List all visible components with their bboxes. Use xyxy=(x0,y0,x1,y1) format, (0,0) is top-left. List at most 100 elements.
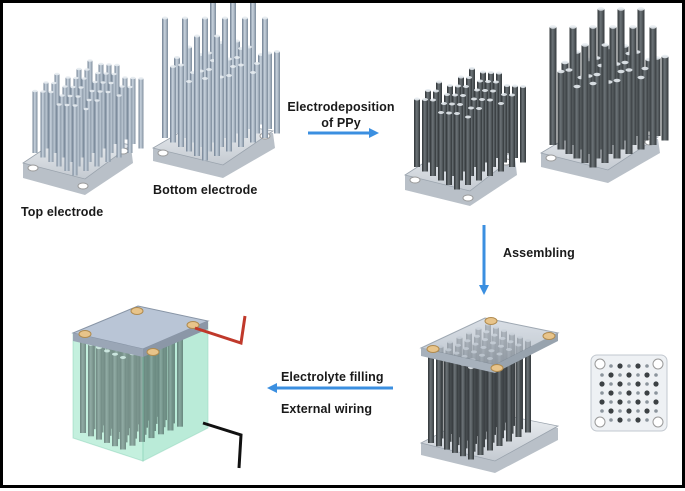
pillar xyxy=(641,68,649,141)
pillar-top xyxy=(206,68,212,71)
black-wire xyxy=(202,421,243,469)
pillar-top xyxy=(617,7,625,11)
pillar xyxy=(218,77,224,147)
assembled-device xyxy=(419,317,560,473)
pillar xyxy=(444,357,450,450)
pillar-top xyxy=(498,102,504,105)
pillar xyxy=(148,346,155,439)
pillar xyxy=(585,76,593,154)
bottom-electrode-plain xyxy=(151,3,280,178)
pillar-top xyxy=(446,111,452,115)
pillar-top xyxy=(425,89,431,92)
pillar-top xyxy=(561,60,569,65)
pillar-top xyxy=(238,63,244,67)
pillar xyxy=(80,341,86,433)
pillar xyxy=(75,96,81,167)
top-view-hole xyxy=(617,381,623,387)
top-view-hole xyxy=(636,391,640,395)
pillar-top xyxy=(73,76,79,80)
top-view-hole xyxy=(644,372,650,378)
pillar-top xyxy=(430,98,436,102)
pillar xyxy=(43,82,49,149)
top-view-hole xyxy=(644,408,650,414)
pillar-top xyxy=(625,68,633,72)
pillar-top xyxy=(496,71,502,75)
pillar xyxy=(97,91,103,158)
top-view-hole xyxy=(635,399,641,405)
pillar-top xyxy=(78,86,84,89)
pillar xyxy=(438,112,444,181)
top-view-hole xyxy=(654,373,658,377)
pillar-top xyxy=(254,62,260,65)
top-view-hole xyxy=(627,418,631,422)
pillar-top xyxy=(433,89,439,93)
pillar-top xyxy=(661,54,669,59)
pillar xyxy=(112,354,118,447)
top-view-hole xyxy=(645,364,649,368)
top-view-hole xyxy=(636,409,640,413)
pillar-top xyxy=(67,94,73,98)
pillar xyxy=(177,334,183,427)
pillar xyxy=(498,103,504,172)
pillar-top xyxy=(59,94,65,97)
pillar xyxy=(182,18,188,138)
pillar-top xyxy=(637,75,645,80)
pillar-top xyxy=(54,72,60,76)
pillar xyxy=(202,78,208,161)
pillar-top xyxy=(186,80,192,83)
pillar xyxy=(254,63,260,134)
pillar xyxy=(617,9,625,127)
top-view-hole xyxy=(626,408,632,414)
pillar xyxy=(72,105,78,176)
pillar-top xyxy=(202,16,208,20)
pillar-top xyxy=(72,104,78,107)
pillar-top xyxy=(111,72,117,76)
pillar-top xyxy=(609,25,617,29)
top-electrode-ppy xyxy=(404,67,526,206)
pillar xyxy=(262,18,268,138)
pillar xyxy=(613,80,621,159)
pillar-top xyxy=(76,67,82,71)
pillar-top xyxy=(458,75,464,79)
pillar-top xyxy=(621,60,629,65)
top-view-hole xyxy=(609,382,613,386)
electrodeposition-label-line2: of PPy xyxy=(321,116,361,130)
pillar-top xyxy=(637,7,645,11)
pillar xyxy=(83,109,89,171)
pillar xyxy=(557,71,565,150)
pillar xyxy=(436,354,442,447)
pillar xyxy=(621,62,629,141)
pillar-top xyxy=(557,69,565,74)
pillar-top xyxy=(485,80,491,83)
pillar xyxy=(625,70,633,154)
pillar-top xyxy=(94,99,100,102)
pillar xyxy=(111,74,117,144)
top-view-hole xyxy=(600,409,604,413)
pillar xyxy=(167,338,174,431)
pillar xyxy=(274,51,280,134)
pillar-top xyxy=(214,34,220,38)
pillar-top xyxy=(601,43,609,47)
pillar-top xyxy=(449,102,455,106)
top-electrode-label: Top electrode xyxy=(21,205,104,219)
diagram-canvas xyxy=(22,3,669,473)
pillar-top xyxy=(438,111,444,114)
pillar-top xyxy=(83,107,89,111)
pillar-top xyxy=(455,84,461,88)
pillar xyxy=(174,57,180,134)
electrolyte-filling-label: Electrolyte filling xyxy=(281,370,384,384)
pillar xyxy=(226,75,232,152)
pillar xyxy=(210,60,216,143)
pillar-top xyxy=(43,81,49,84)
pillar xyxy=(597,65,605,150)
pillar-top xyxy=(422,98,428,101)
pillar-top xyxy=(457,103,463,106)
pillar xyxy=(100,82,106,149)
top-view-plate xyxy=(590,354,668,432)
top-view-hole xyxy=(635,363,641,369)
pillar-top xyxy=(106,63,112,66)
pillar xyxy=(138,78,144,149)
pillar-top xyxy=(520,85,526,88)
pillar-top xyxy=(202,77,208,80)
pillar xyxy=(139,349,145,442)
